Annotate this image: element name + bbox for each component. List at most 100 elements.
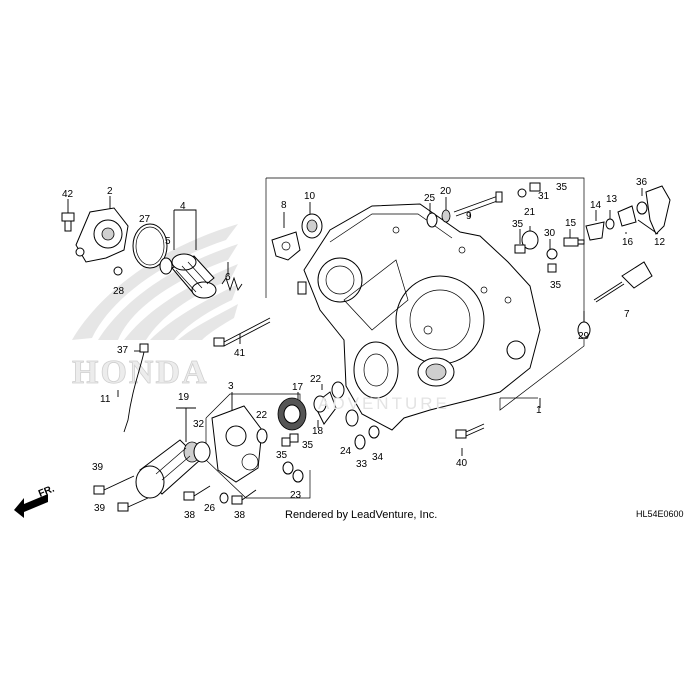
bolt-15 bbox=[563, 237, 585, 247]
callout-39-bottom: 39 bbox=[94, 503, 106, 514]
callout-37: 37 bbox=[117, 345, 129, 356]
clip-37 bbox=[139, 343, 149, 353]
shaft-18 bbox=[313, 391, 337, 425]
washer-20 bbox=[441, 209, 451, 223]
bolt-9 bbox=[453, 191, 503, 217]
callout-14: 14 bbox=[590, 200, 602, 211]
callout-10: 10 bbox=[304, 191, 316, 202]
washer-33 bbox=[354, 434, 366, 450]
washer-22-right bbox=[331, 381, 345, 399]
washer-25 bbox=[426, 212, 438, 228]
callout-17: 17 bbox=[292, 382, 304, 393]
reduction-cover-3 bbox=[211, 405, 263, 483]
washer-26 bbox=[219, 492, 229, 504]
pin-35-gear-b bbox=[289, 433, 299, 443]
callout-20: 20 bbox=[440, 186, 452, 197]
callout-2: 2 bbox=[107, 186, 113, 197]
front-direction-arrow bbox=[14, 494, 48, 518]
callout-41: 41 bbox=[234, 348, 246, 359]
callout-35-gear-b: 35 bbox=[276, 450, 288, 461]
callout-labels: 42 2 4 27 5 28 6 8 10 25 20 9 35 31 21 3… bbox=[62, 177, 666, 521]
pin-35-top bbox=[529, 182, 541, 192]
callout-22-left: 22 bbox=[256, 410, 268, 421]
ring-28 bbox=[113, 266, 123, 276]
callout-42: 42 bbox=[62, 189, 74, 200]
callout-6: 6 bbox=[225, 272, 231, 283]
callout-28: 28 bbox=[113, 286, 125, 297]
callout-38-right: 38 bbox=[234, 510, 246, 521]
washer-24 bbox=[345, 409, 359, 427]
washer-22-left bbox=[256, 428, 268, 444]
guide-plate-8 bbox=[271, 231, 301, 261]
group-outline-cover bbox=[265, 177, 585, 411]
callout-24: 24 bbox=[340, 446, 352, 457]
callout-31: 31 bbox=[538, 191, 550, 202]
bolt-40 bbox=[455, 423, 485, 439]
washer-34 bbox=[368, 425, 380, 439]
bolt-42 bbox=[61, 212, 75, 232]
callout-39-top: 39 bbox=[92, 462, 104, 473]
callout-21: 21 bbox=[524, 207, 536, 218]
callout-23: 23 bbox=[290, 490, 302, 501]
pin-35-low bbox=[547, 263, 557, 273]
honda-brand-watermark: HONDA bbox=[72, 354, 209, 391]
o-ring-27 bbox=[132, 223, 168, 269]
right-crankcase-cover bbox=[303, 203, 541, 431]
bracket-12 bbox=[645, 185, 671, 235]
plate-16 bbox=[617, 205, 637, 227]
callout-40: 40 bbox=[456, 458, 468, 469]
callout-18: 18 bbox=[312, 426, 324, 437]
callout-3: 3 bbox=[228, 381, 234, 392]
callout-8: 8 bbox=[281, 200, 287, 211]
diagram-code: HL54E0600 bbox=[636, 509, 684, 519]
o-ring-29 bbox=[577, 321, 591, 339]
callout-19: 19 bbox=[178, 392, 190, 403]
callout-38-left: 38 bbox=[184, 510, 196, 521]
o-ring-23a bbox=[282, 461, 294, 475]
render-credit: Rendered by LeadVenture, Inc. bbox=[285, 509, 438, 521]
o-ring-13 bbox=[605, 218, 615, 230]
callout-36: 36 bbox=[636, 177, 648, 188]
callout-29: 29 bbox=[578, 331, 590, 342]
callout-16: 16 bbox=[622, 237, 634, 248]
callout-35-mid: 35 bbox=[512, 219, 524, 230]
spring-6 bbox=[221, 276, 243, 292]
pin-35-mid bbox=[514, 244, 526, 254]
bolt-38b bbox=[231, 489, 257, 505]
callout-13: 13 bbox=[606, 194, 618, 205]
o-ring-36 bbox=[636, 201, 648, 215]
callout-7: 7 bbox=[624, 309, 630, 320]
o-ring-32 bbox=[193, 441, 211, 463]
dowel-pin bbox=[297, 281, 307, 295]
washer-31 bbox=[517, 188, 527, 198]
callout-9: 9 bbox=[466, 211, 472, 222]
bolt-39a bbox=[93, 475, 135, 495]
cap-14 bbox=[585, 221, 605, 241]
callout-27: 27 bbox=[139, 214, 151, 225]
callout-26: 26 bbox=[204, 503, 216, 514]
oil-filter-cover bbox=[75, 207, 129, 263]
callout-35-low: 35 bbox=[550, 280, 562, 291]
reduction-gear-17 bbox=[277, 397, 307, 431]
callout-12: 12 bbox=[654, 237, 666, 248]
callout-11: 11 bbox=[100, 394, 111, 405]
callout-25: 25 bbox=[424, 193, 436, 204]
pin-35-gear bbox=[281, 437, 291, 447]
site-watermark: ADVENTURE bbox=[318, 394, 450, 413]
o-ring-23b bbox=[292, 469, 304, 483]
callout-35-gear: 35 bbox=[302, 440, 314, 451]
seal-5 bbox=[159, 257, 173, 275]
callout-35-top: 35 bbox=[556, 182, 568, 193]
callout-4: 4 bbox=[180, 201, 186, 212]
bolt-38a bbox=[183, 485, 211, 501]
callout-32: 32 bbox=[193, 419, 205, 430]
breather-tube-11 bbox=[123, 351, 145, 433]
callout-22-right: 22 bbox=[310, 374, 322, 385]
oil-filter-element bbox=[171, 253, 217, 299]
callout-34: 34 bbox=[372, 452, 384, 463]
starter-motor-19 bbox=[135, 439, 201, 499]
front-direction-label: FR. bbox=[37, 483, 56, 499]
bearing-21 bbox=[521, 230, 539, 250]
bolt-39b bbox=[117, 497, 149, 512]
